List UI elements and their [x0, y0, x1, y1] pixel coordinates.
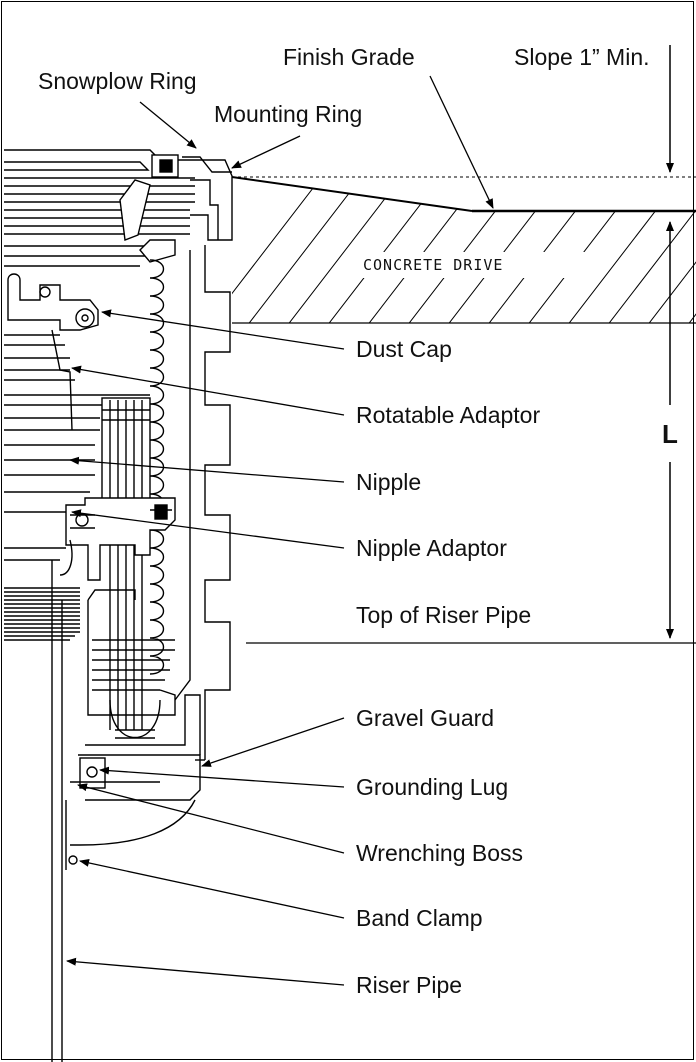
label-riser-pipe: Riser Pipe	[356, 972, 462, 998]
label-snowplow-ring: Snowplow Ring	[38, 68, 197, 94]
label-band-clamp: Band Clamp	[356, 905, 483, 931]
label-top-of-riser-pipe: Top of Riser Pipe	[356, 602, 531, 628]
concrete-label-bg	[358, 252, 596, 278]
label-rotatable-adaptor: Rotatable Adaptor	[356, 402, 540, 428]
label-slope: Slope 1” Min.	[514, 44, 650, 70]
leader-lines	[66, 75, 494, 986]
label-dimension-l: L	[662, 419, 678, 449]
label-mounting-ring: Mounting Ring	[214, 101, 362, 127]
label-wrenching-boss: Wrenching Boss	[356, 840, 523, 866]
label-gravel-guard: Gravel Guard	[356, 705, 494, 731]
slope-surface-line	[231, 176, 473, 212]
label-nipple-adaptor: Nipple Adaptor	[356, 535, 507, 561]
label-finish-grade: Finish Grade	[283, 44, 415, 70]
label-nipple: Nipple	[356, 469, 421, 495]
label-concrete-drive: CONCRETE DRIVE	[363, 256, 503, 274]
pit-assembly	[4, 149, 233, 1062]
label-dust-cap: Dust Cap	[356, 336, 452, 362]
label-grounding-lug: Grounding Lug	[356, 774, 508, 800]
